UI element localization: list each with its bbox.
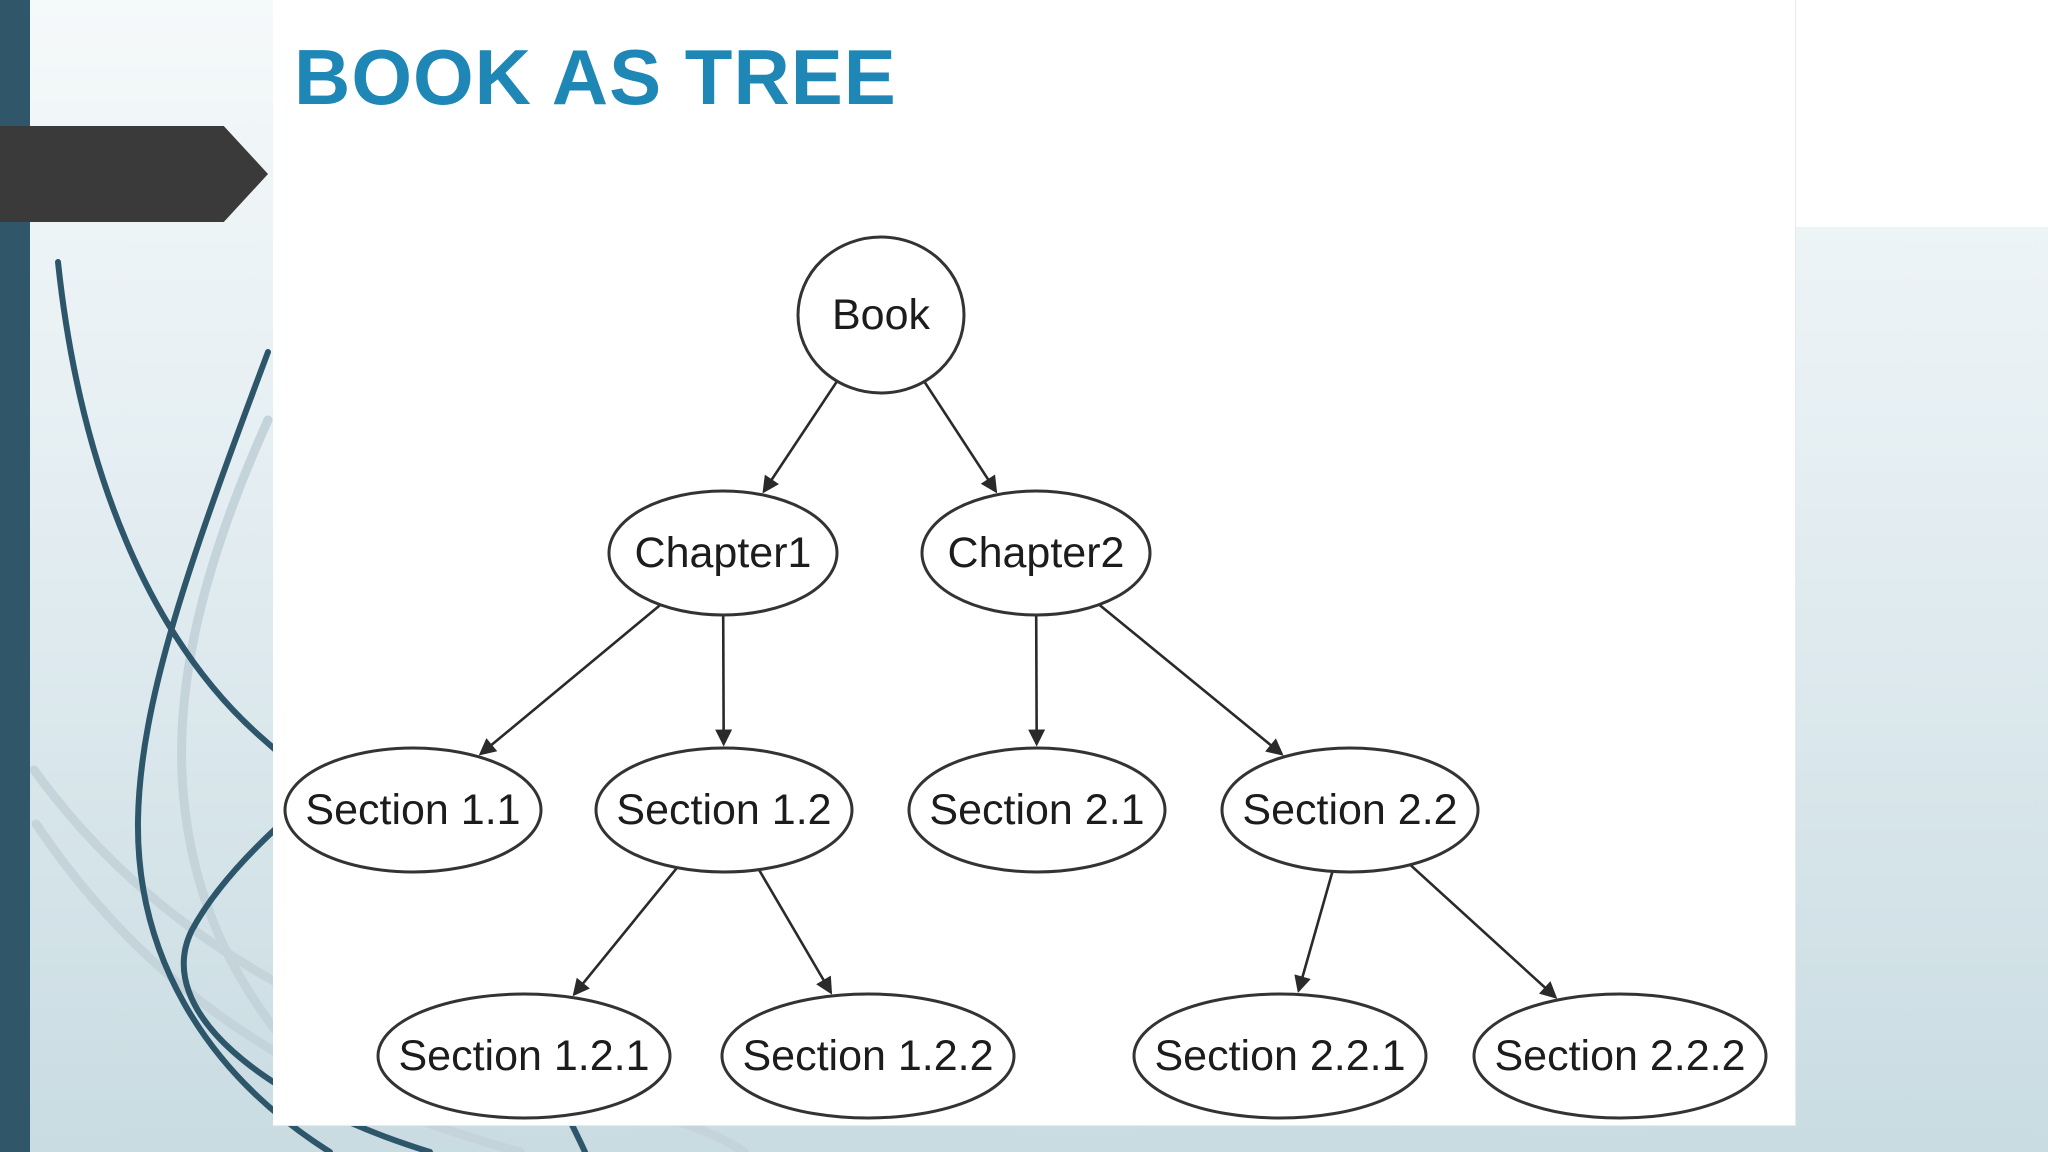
wisp-light-curve: [177, 415, 305, 1065]
wisp-dark-curve: [134, 349, 333, 1152]
diagram-panel: [273, 0, 1796, 1126]
page-title: BOOK AS TREE: [294, 33, 897, 121]
arrow-accent-shape: [0, 126, 268, 222]
